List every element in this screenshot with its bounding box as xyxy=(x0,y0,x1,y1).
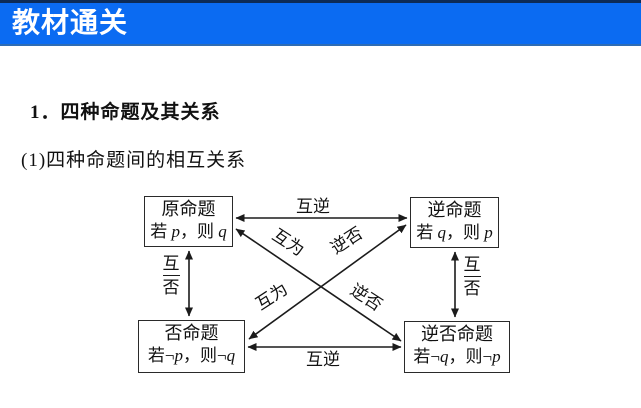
box-formula: 若 q，则 p xyxy=(411,222,498,244)
formula-var: q xyxy=(226,346,236,365)
formula-text: 若¬ xyxy=(147,346,175,365)
label-char: 否 xyxy=(162,278,180,297)
box-negation-proposition: 否命题 若¬p，则¬q xyxy=(138,320,245,373)
formula-text: 若 xyxy=(416,223,438,242)
formula-text: ，则 xyxy=(446,223,485,242)
formula-var: p xyxy=(492,347,501,366)
page-title: 教材通关 xyxy=(12,7,129,38)
box-title: 否命题 xyxy=(164,323,219,343)
box-title: 逆否命题 xyxy=(421,324,493,344)
formula-text: 若 xyxy=(150,222,172,241)
formula-var: p xyxy=(174,346,184,365)
header-bar: 教材通关 xyxy=(0,0,641,46)
label-right-hufou: 互否 xyxy=(462,255,482,299)
formula-var: p xyxy=(171,222,181,241)
formula-var: p xyxy=(484,223,493,242)
formula-text: ，则¬ xyxy=(448,347,493,366)
box-formula: 若¬q，则¬p xyxy=(405,346,509,368)
label-top-huni: 互逆 xyxy=(296,197,330,216)
label-left-hufou: 互否 xyxy=(161,254,181,298)
subsection-heading: (1)四种命题间的相互关系 xyxy=(21,150,247,171)
box-formula: 若 p，则 q xyxy=(145,221,232,243)
box-converse-proposition: 逆命题 若 q，则 p xyxy=(410,197,499,248)
formula-text: ，则 xyxy=(180,222,219,241)
box-title: 逆命题 xyxy=(427,200,482,220)
label-char: 否 xyxy=(463,279,481,298)
formula-text: 若¬ xyxy=(413,347,440,366)
formula-text: ，则¬ xyxy=(183,346,227,365)
box-formula: 若¬p，则¬q xyxy=(139,345,244,367)
box-title: 原命题 xyxy=(161,199,216,219)
formula-var: q xyxy=(437,223,447,242)
label-char: 互 xyxy=(162,254,180,276)
section-heading: 1．四种命题及其关系 xyxy=(30,102,221,123)
formula-var: q xyxy=(218,222,227,241)
label-char: 互 xyxy=(463,255,481,277)
box-original-proposition: 原命题 若 p，则 q xyxy=(144,196,233,247)
label-bottom-huni: 互逆 xyxy=(306,350,340,369)
formula-var: q xyxy=(440,347,449,366)
box-contrapositive-proposition: 逆否命题 若¬q，则¬p xyxy=(404,321,510,373)
arrow-diagonal-bl-tr xyxy=(248,224,407,340)
